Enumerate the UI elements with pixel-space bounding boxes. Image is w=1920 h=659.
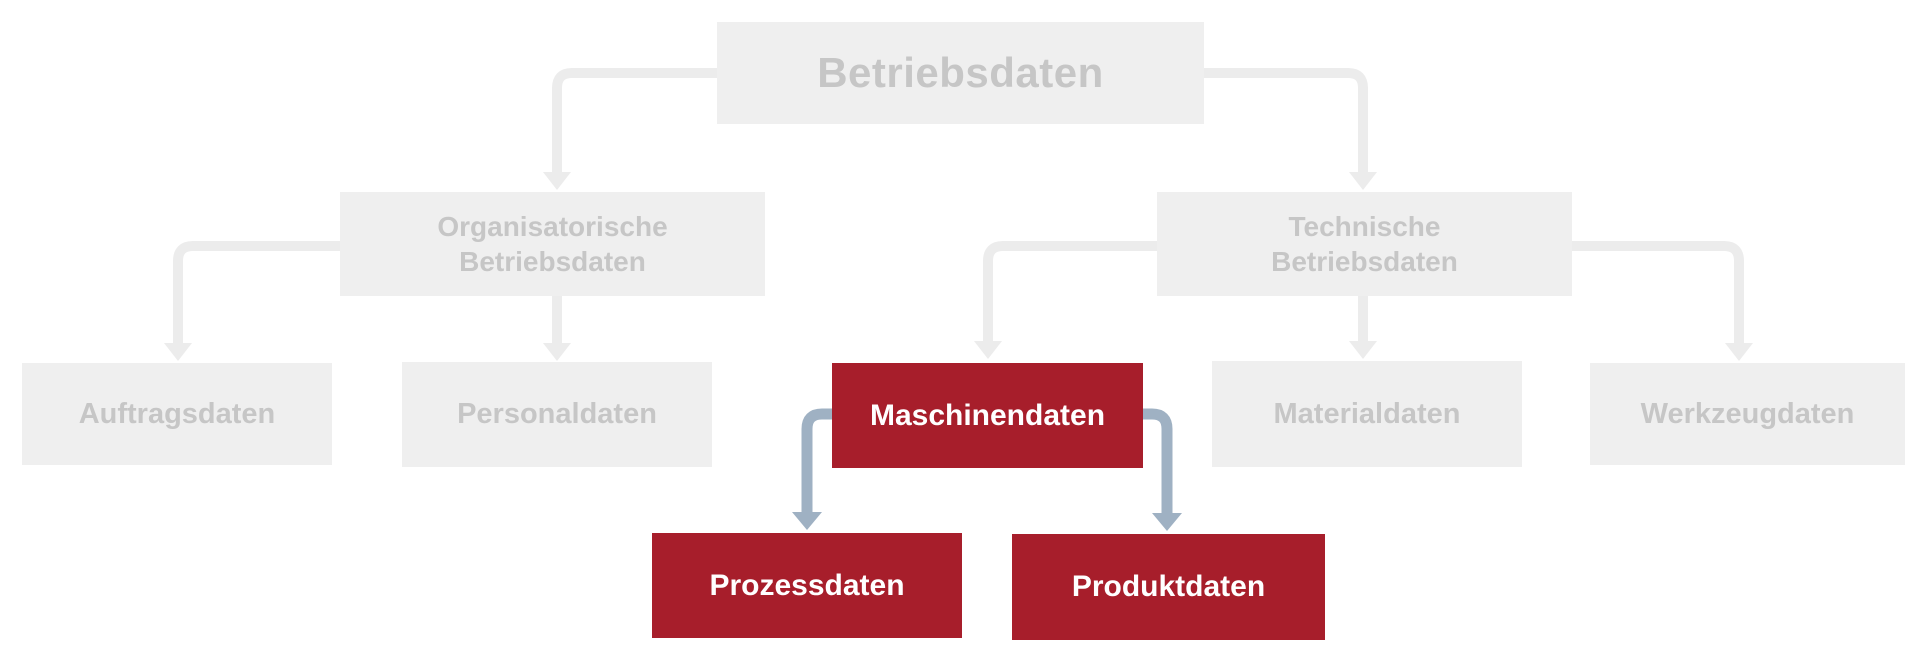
node-technische-betriebsdaten: Technische Betriebsdaten <box>1157 192 1572 296</box>
arrowhead-icon <box>164 343 192 361</box>
connector-betriebsdaten-technische <box>1204 68 1368 172</box>
arrowhead-icon <box>1349 172 1377 190</box>
connector-organisatorische-auftragsdaten <box>173 241 340 343</box>
arrowhead-icon <box>1725 343 1753 361</box>
connector-technische-maschinendaten <box>983 241 1157 341</box>
arrowhead-icon <box>792 512 822 530</box>
connector-technische-werkzeugdaten <box>1572 241 1744 343</box>
node-maschinendaten: Maschinendaten <box>832 363 1143 468</box>
node-materialdaten: Materialdaten <box>1212 361 1522 467</box>
arrowhead-icon <box>543 172 571 190</box>
node-werkzeugdaten: Werkzeugdaten <box>1590 363 1905 465</box>
arrowhead-icon <box>1349 341 1377 359</box>
node-organisatorische-betriebsdaten: Organisatorische Betriebsdaten <box>340 192 765 296</box>
connector-maschinendaten-produktdaten <box>1142 408 1173 513</box>
connector-betriebsdaten-organisatorische <box>552 68 717 172</box>
arrowhead-icon <box>543 343 571 361</box>
arrowhead-icon <box>1152 513 1182 531</box>
arrowhead-icon <box>974 341 1002 359</box>
node-betriebsdaten: Betriebsdaten <box>717 22 1204 124</box>
node-auftragsdaten: Auftragsdaten <box>22 363 332 465</box>
node-prozessdaten: Prozessdaten <box>652 533 962 638</box>
node-personaldaten: Personaldaten <box>402 362 712 467</box>
node-produktdaten: Produktdaten <box>1012 534 1325 640</box>
connector-maschinendaten-prozessdaten <box>801 408 833 512</box>
